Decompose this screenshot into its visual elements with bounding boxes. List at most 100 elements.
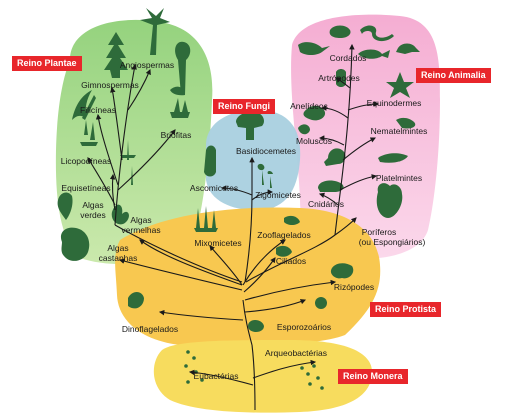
- label-eubacterias: Eubactérias: [193, 371, 239, 381]
- branch-to-nematelmintes: [342, 137, 376, 161]
- branch-to-animalia: [245, 234, 336, 283]
- tree-branches: [87, 43, 380, 411]
- fungi-silhouettes: [204, 111, 273, 188]
- mollusk-shell-icon: [298, 124, 310, 135]
- bacteria-dot-icon: [186, 380, 190, 384]
- green-algae-icon: [57, 192, 73, 220]
- label-algas-vermelhas-2: vermelhas: [121, 225, 161, 235]
- jellyfish-icon: [318, 180, 344, 192]
- snail-icon: [324, 148, 346, 166]
- branch-to-zigomicetes: [251, 189, 274, 201]
- branch-to-protista-base: [242, 299, 253, 346]
- label-algas-castanhas-1: Algas: [107, 243, 129, 253]
- label-equisetineas: Equisetíneas: [61, 183, 111, 193]
- dinoflagellate-icon: [128, 292, 144, 309]
- kingdom-label-protista: Reino Protista: [370, 302, 442, 317]
- branch-to-briofitas: [117, 129, 176, 191]
- branch-to-poriferos: [334, 217, 357, 236]
- label-mixomicetes: Mixomicetes: [194, 238, 242, 248]
- moss-icon: [170, 98, 190, 118]
- palm-tree-icon: [140, 8, 170, 55]
- kingdom-label-monera: Reino Monera: [338, 369, 408, 384]
- branch-to-artropodes: [335, 77, 351, 89]
- branch-to-dinoflagelados: [158, 309, 244, 321]
- zygomycete-icon: [257, 163, 273, 188]
- fish-icon: [358, 49, 390, 59]
- club-moss-icon: [80, 120, 98, 146]
- kingdom-label-animalia: Reino Animalia: [416, 68, 491, 83]
- roundworm-icon: [396, 117, 416, 129]
- branch-monera-base: [251, 344, 256, 411]
- label-algas-vermelhas-1: Algas: [130, 215, 152, 225]
- label-zigomicetes: Zigomicetes: [255, 190, 301, 200]
- branch-to-esporozoarios: [244, 299, 307, 313]
- plantae-region: [55, 19, 213, 265]
- branch-plantae-trunk: [114, 63, 137, 226]
- branch-to-equisetineas: [109, 173, 116, 211]
- branch-to-ciliados: [243, 257, 276, 293]
- label-gimnospermas: Gimnospermas: [81, 80, 139, 90]
- label-anelideos: Anelídeos: [290, 101, 328, 111]
- bacteria-dot-icon: [308, 382, 312, 386]
- label-algas-verdes-2: verdes: [80, 210, 106, 220]
- bacteria-dot-icon: [184, 364, 188, 368]
- sporozoan-cell-icon: [315, 297, 327, 309]
- label-ascomicetes: Ascomicetes: [189, 183, 239, 193]
- sporozoan-icon: [248, 320, 264, 332]
- worm-icon: [303, 105, 326, 121]
- snake-icon: [360, 25, 394, 42]
- pine-tree-icon: [104, 32, 128, 78]
- branch-animalia-trunk: [334, 43, 355, 236]
- flower-plant-icon: [170, 41, 191, 96]
- bacteria-dot-icon: [300, 366, 304, 370]
- label-ciliados: Ciliados: [275, 256, 307, 266]
- label-algas-verdes-1: Algas: [82, 200, 104, 210]
- bacteria-dot-icon: [312, 364, 316, 368]
- ascomycete-icon: [204, 145, 216, 177]
- label-cordados: Cordados: [329, 53, 367, 63]
- branch-to-algas-vermelhas: [139, 239, 243, 286]
- label-briofitas: Briófitas: [160, 130, 192, 140]
- bacteria-dot-icon: [200, 378, 204, 382]
- starfish-icon: [386, 72, 414, 98]
- label-dinoflagelados: Dinoflagelados: [121, 324, 179, 334]
- slime-mold-icon: [194, 206, 218, 232]
- mushroom-icon: [236, 111, 264, 140]
- label-arqueobacterias: Arqueobactérias: [265, 348, 327, 358]
- branch-to-eubacterias: [188, 369, 254, 386]
- bacteria-dot-icon: [192, 356, 196, 360]
- branch-to-angiospermas: [127, 68, 151, 111]
- branch-to-licopodineas: [87, 157, 116, 206]
- bacteria-dot-icon: [186, 350, 190, 354]
- ciliate-icon: [276, 245, 292, 257]
- mouse-icon: [329, 25, 351, 38]
- label-zooflagelados: Zooflagelados: [257, 230, 311, 240]
- bacteria-dot-icon: [320, 386, 324, 390]
- brown-algae-icon: [60, 227, 90, 261]
- label-moluscos: Moluscos: [296, 136, 332, 146]
- branch-to-zooflagelados: [242, 239, 286, 286]
- branch-to-arqueobacterias: [252, 359, 317, 379]
- amoeba-icon: [330, 263, 354, 279]
- label-nematelmintes: Nematelmintes: [370, 126, 428, 136]
- label-angiospermas: Angiospermas: [119, 60, 175, 70]
- bird-icon: [298, 42, 330, 55]
- branch-to-rizopodes: [244, 279, 337, 301]
- horsetail-icon: [120, 140, 136, 185]
- flagellate-icon: [284, 215, 300, 225]
- label-platelmintes: Platelmintes: [375, 173, 423, 183]
- label-cnidarios: Cnidários: [308, 199, 344, 209]
- monera-silhouettes: [184, 350, 324, 390]
- kingdom-label-fungi: Reino Fungi: [213, 99, 275, 114]
- branch-to-algas-verdes: [114, 224, 243, 283]
- frog-icon: [396, 43, 420, 54]
- branch-to-algas-castanhas: [118, 258, 243, 291]
- branch-to-moluscos: [318, 135, 345, 146]
- sponge-icon: [376, 183, 403, 218]
- monera-region: [153, 340, 372, 413]
- protista-silhouettes: [128, 206, 354, 332]
- branch-to-equinodermes: [347, 101, 380, 111]
- bacteria-dot-icon: [316, 376, 320, 380]
- label-poriferos-2: (ou Espongiários): [358, 237, 426, 247]
